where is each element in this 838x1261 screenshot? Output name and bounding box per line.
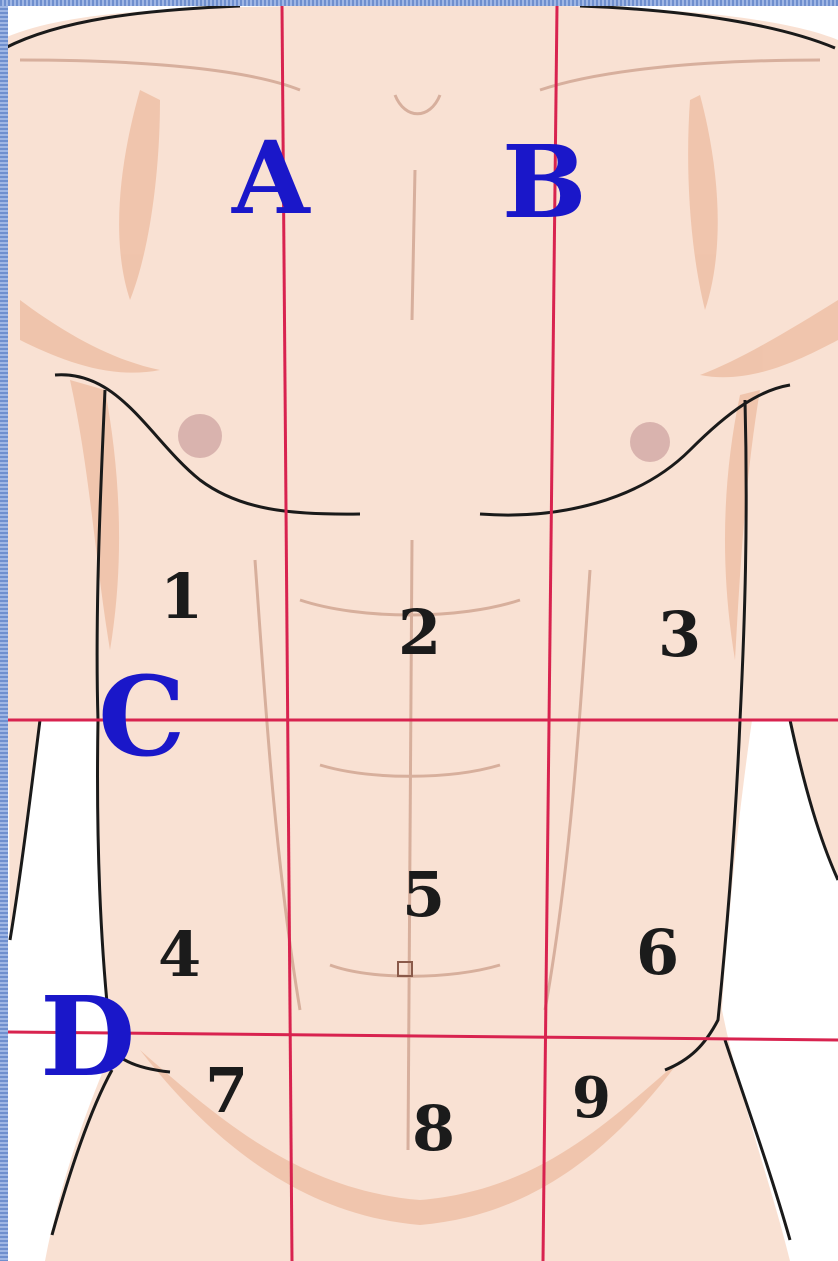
- left-nipple: [630, 422, 670, 462]
- region-label-5: 5: [402, 864, 445, 926]
- region-label-7: 7: [205, 1060, 248, 1122]
- line-label-d: D: [40, 982, 135, 1092]
- right-nipple: [178, 414, 222, 458]
- line-label-c: C: [98, 662, 186, 772]
- frame-border-left: [0, 0, 8, 1261]
- line-label-b: B: [502, 132, 587, 232]
- region-label-6: 6: [636, 922, 679, 984]
- frame-border-top: [0, 0, 838, 6]
- region-label-2: 2: [398, 602, 441, 664]
- region-label-9: 9: [572, 1070, 611, 1126]
- region-label-4: 4: [158, 924, 201, 986]
- line-label-a: A: [232, 128, 310, 228]
- region-label-1: 1: [160, 566, 203, 628]
- region-label-8: 8: [412, 1098, 455, 1160]
- region-label-3: 3: [658, 604, 701, 666]
